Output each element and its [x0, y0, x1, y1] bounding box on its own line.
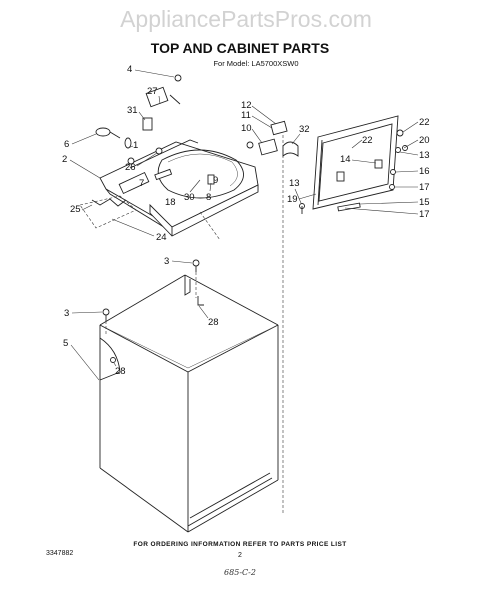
callout-32: 32	[299, 124, 310, 135]
callout-24: 24	[156, 232, 167, 243]
callout-11: 11	[241, 110, 251, 121]
diagram-title: TOP AND CABINET PARTS	[151, 40, 329, 56]
callout-13-right: 13	[419, 150, 430, 161]
callout-31: 31	[127, 105, 138, 116]
left-small-parts	[79, 74, 215, 229]
callout-1: 1	[133, 140, 138, 151]
callout-17-lower: 17	[419, 209, 430, 220]
callout-16: 16	[419, 166, 430, 177]
callout-6: 6	[64, 139, 69, 150]
callout-28-upper: 28	[208, 317, 219, 328]
callout-25: 25	[70, 204, 81, 215]
callout-19: 19	[287, 194, 298, 205]
callout-3-lower: 3	[64, 308, 69, 319]
ordering-note: FOR ORDERING INFORMATION REFER TO PARTS …	[133, 541, 346, 548]
callout-5: 5	[63, 338, 68, 349]
callout-7: 7	[139, 178, 144, 189]
callout-22-inner: 22	[362, 135, 373, 146]
callout-20: 20	[419, 135, 430, 146]
callout-28-lower: 28	[115, 366, 126, 377]
callout-14: 14	[340, 154, 351, 165]
callout-22-right: 22	[419, 117, 430, 128]
callout-9: 9	[213, 175, 218, 186]
washer-top-assembly	[99, 139, 259, 237]
callout-2: 2	[62, 154, 67, 165]
callout-13-left: 13	[289, 178, 300, 189]
cabinet	[99, 274, 279, 533]
model-subtitle: For Model: LA5700XSW0	[213, 59, 298, 68]
handwritten-code: 685-C-2	[224, 568, 256, 577]
callout-10: 10	[241, 123, 252, 134]
callout-12: 12	[241, 100, 252, 111]
callouts: 4 27 31 6 1 2 26 7 30 9 18 8 25 2	[62, 64, 430, 381]
page-number: 2	[238, 552, 242, 559]
callout-18: 18	[165, 197, 176, 208]
callout-26: 26	[125, 162, 136, 173]
callout-27: 27	[147, 86, 158, 97]
callout-8: 8	[206, 192, 211, 203]
callout-3-upper: 3	[164, 256, 169, 267]
lid-assembly	[299, 115, 408, 214]
doc-number: 3347882	[46, 550, 73, 557]
callout-4: 4	[127, 64, 132, 75]
screws	[102, 259, 200, 321]
callout-15: 15	[419, 197, 430, 208]
center-hinge-parts	[246, 120, 299, 157]
callout-30: 30	[184, 192, 195, 203]
callout-17-upper: 17	[419, 182, 430, 193]
watermark: AppliancePartsPros.com	[120, 6, 372, 32]
